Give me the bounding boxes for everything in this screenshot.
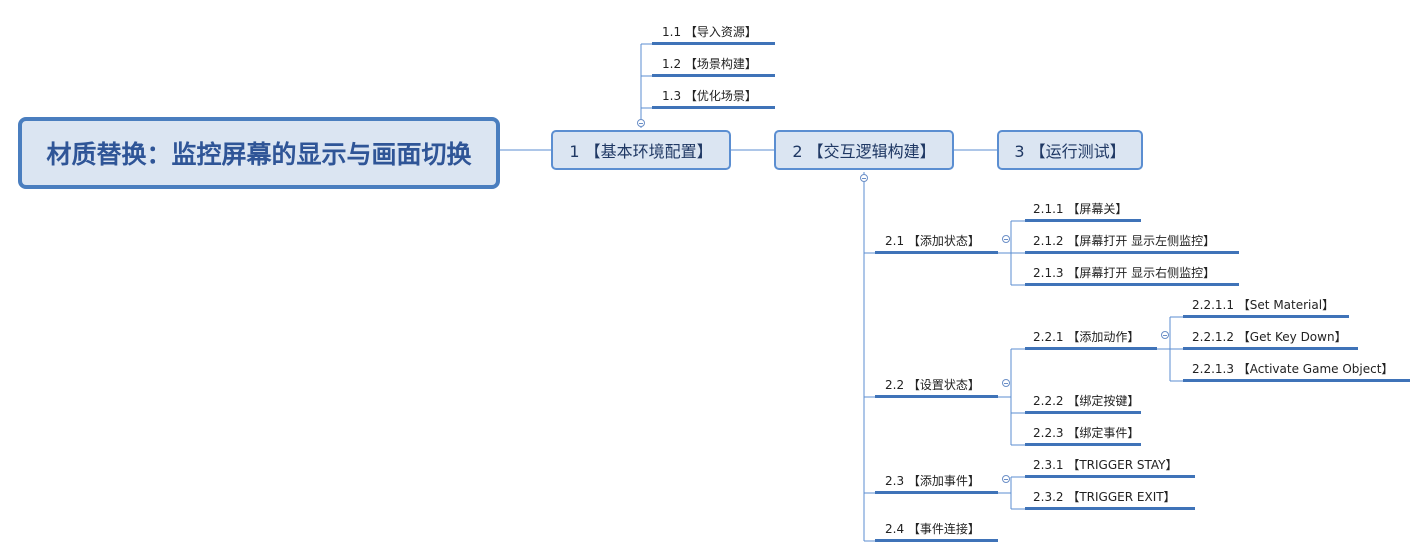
subtopic-underline	[652, 74, 775, 77]
subtopic-1-2[interactable]: 1.2 【场景构建】	[662, 57, 757, 71]
topic-2-interaction-logic[interactable]: 2 【交互逻辑构建】	[774, 130, 954, 170]
subtopic-underline	[875, 539, 998, 542]
subtopic-2-1-3[interactable]: 2.1.3 【屏幕打开 显示右侧监控】	[1033, 266, 1216, 280]
subtopic-2-2-1-3[interactable]: 2.2.1.3 【Activate Game Object】	[1192, 362, 1394, 376]
subtopic-underline	[875, 395, 998, 398]
subtopic-2-2-1-2[interactable]: 2.2.1.2 【Get Key Down】	[1192, 330, 1347, 344]
subtopic-2-2-1[interactable]: 2.2.1 【添加动作】	[1033, 330, 1140, 344]
collapse-toggle-icon[interactable]	[1002, 475, 1010, 483]
subtopic-underline	[875, 251, 998, 254]
topic-2-label: 2 【交互逻辑构建】	[792, 142, 936, 161]
subtopic-2-2[interactable]: 2.2 【设置状态】	[885, 378, 980, 392]
subtopic-2-3-2[interactable]: 2.3.2 【TRIGGER EXIT】	[1033, 490, 1176, 504]
subtopic-2-3-1[interactable]: 2.3.1 【TRIGGER STAY】	[1033, 458, 1178, 472]
subtopic-underline	[1183, 379, 1410, 382]
collapse-toggle-icon[interactable]	[1002, 379, 1010, 387]
subtopic-underline	[1025, 219, 1141, 222]
subtopic-2-2-1-1[interactable]: 2.2.1.1 【Set Material】	[1192, 298, 1335, 312]
root-topic-label: 材质替换：监控屏幕的显示与画面切换	[46, 140, 472, 169]
subtopic-underline	[1183, 347, 1358, 350]
subtopic-underline	[1025, 475, 1195, 478]
root-topic[interactable]: 材质替换：监控屏幕的显示与画面切换	[18, 117, 500, 189]
topic-3-label: 3 【运行测试】	[1014, 142, 1126, 161]
subtopic-underline	[1025, 283, 1239, 286]
subtopic-underline	[1025, 411, 1141, 414]
subtopic-2-4[interactable]: 2.4 【事件连接】	[885, 522, 980, 536]
subtopic-1-1[interactable]: 1.1 【导入资源】	[662, 25, 757, 39]
collapse-toggle-icon[interactable]	[637, 119, 645, 127]
subtopic-2-1-1[interactable]: 2.1.1 【屏幕关】	[1033, 202, 1128, 216]
subtopic-2-2-2[interactable]: 2.2.2 【绑定按键】	[1033, 394, 1140, 408]
subtopic-1-3[interactable]: 1.3 【优化场景】	[662, 89, 757, 103]
subtopic-underline	[652, 106, 775, 109]
subtopic-2-2-3[interactable]: 2.2.3 【绑定事件】	[1033, 426, 1140, 440]
subtopic-underline	[875, 491, 998, 494]
subtopic-2-1[interactable]: 2.1 【添加状态】	[885, 234, 980, 248]
subtopic-underline	[1025, 507, 1195, 510]
subtopic-2-3[interactable]: 2.3 【添加事件】	[885, 474, 980, 488]
topic-3-run-test[interactable]: 3 【运行测试】	[997, 130, 1143, 170]
subtopic-underline	[1025, 443, 1141, 446]
collapse-toggle-icon[interactable]	[1161, 331, 1169, 339]
topic-1-basic-setup[interactable]: 1 【基本环境配置】	[551, 130, 731, 170]
subtopic-underline	[652, 42, 775, 45]
subtopic-underline	[1025, 347, 1157, 350]
subtopic-2-1-2[interactable]: 2.1.2 【屏幕打开 显示左侧监控】	[1033, 234, 1216, 248]
topic-1-label: 1 【基本环境配置】	[569, 142, 713, 161]
subtopic-underline	[1025, 251, 1239, 254]
subtopic-underline	[1183, 315, 1349, 318]
collapse-toggle-icon[interactable]	[860, 174, 868, 182]
collapse-toggle-icon[interactable]	[1002, 235, 1010, 243]
